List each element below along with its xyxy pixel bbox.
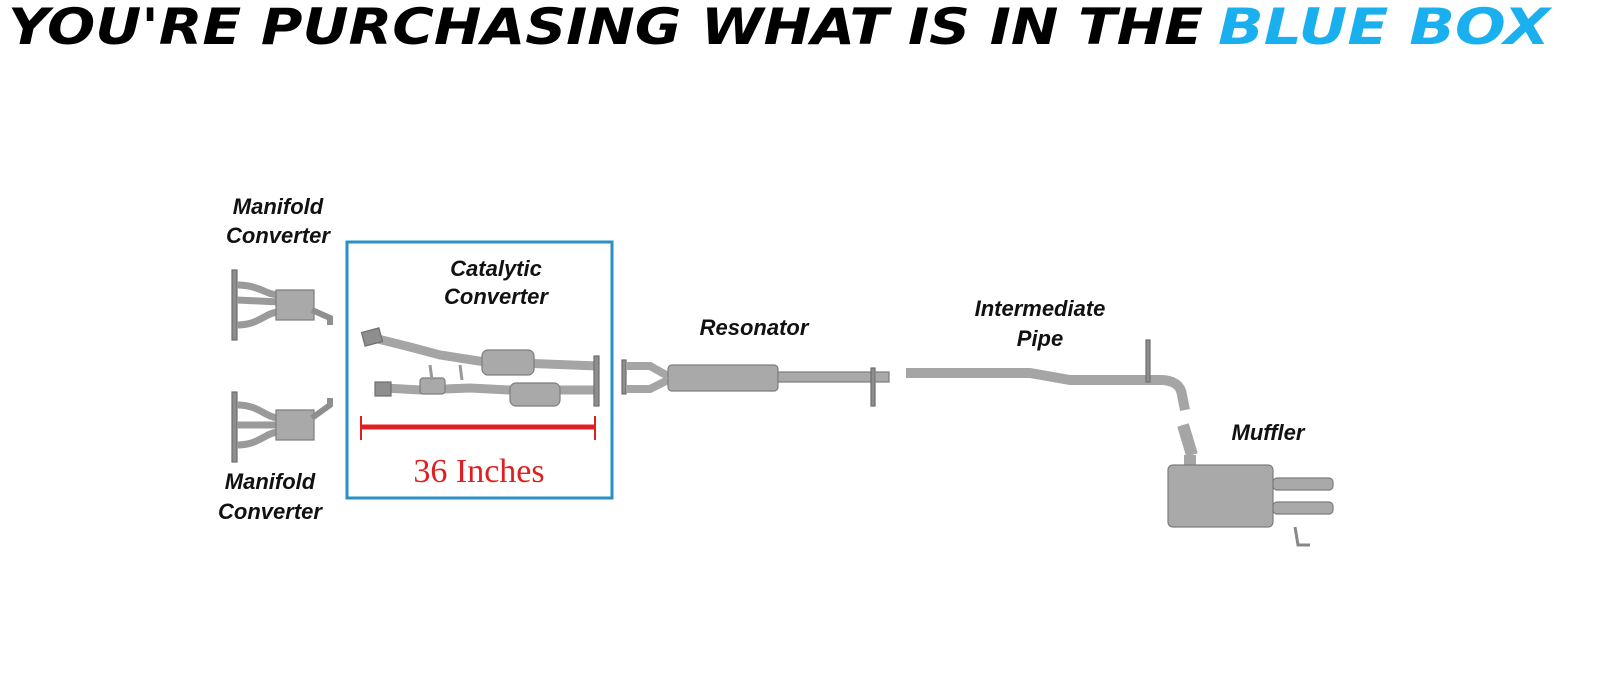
intermediate-label-1: Intermediate xyxy=(975,296,1106,321)
resonator-label: Resonator xyxy=(700,315,810,340)
manifold-bottom-label-1: Manifold xyxy=(225,469,316,494)
manifold-bottom-label-2: Converter xyxy=(218,499,323,524)
manifold-converter-top xyxy=(231,269,333,341)
catalytic-converter xyxy=(360,327,600,407)
blue-box-highlight xyxy=(345,240,614,500)
muffler xyxy=(1167,455,1334,547)
manifold-converter-bottom xyxy=(231,391,333,463)
manifold-top-label-2: Converter xyxy=(226,223,331,248)
muffler-label: Muffler xyxy=(1232,420,1306,445)
header-title: YOU'RE PURCHASING WHAT IS IN THE xyxy=(8,0,1203,56)
intermediate-label-2: Pipe xyxy=(1017,326,1063,351)
manifold-top-label-1: Manifold xyxy=(233,194,324,219)
catalytic-label-2: Converter xyxy=(444,284,549,309)
resonator xyxy=(621,359,890,407)
intermediate-pipe xyxy=(906,339,1198,457)
measurement-label: 36 Inches xyxy=(413,453,544,490)
header-highlight: BLUE BOX xyxy=(1218,0,1553,56)
catalytic-label-1: Catalytic xyxy=(450,256,542,281)
measurement-bar xyxy=(360,416,596,440)
